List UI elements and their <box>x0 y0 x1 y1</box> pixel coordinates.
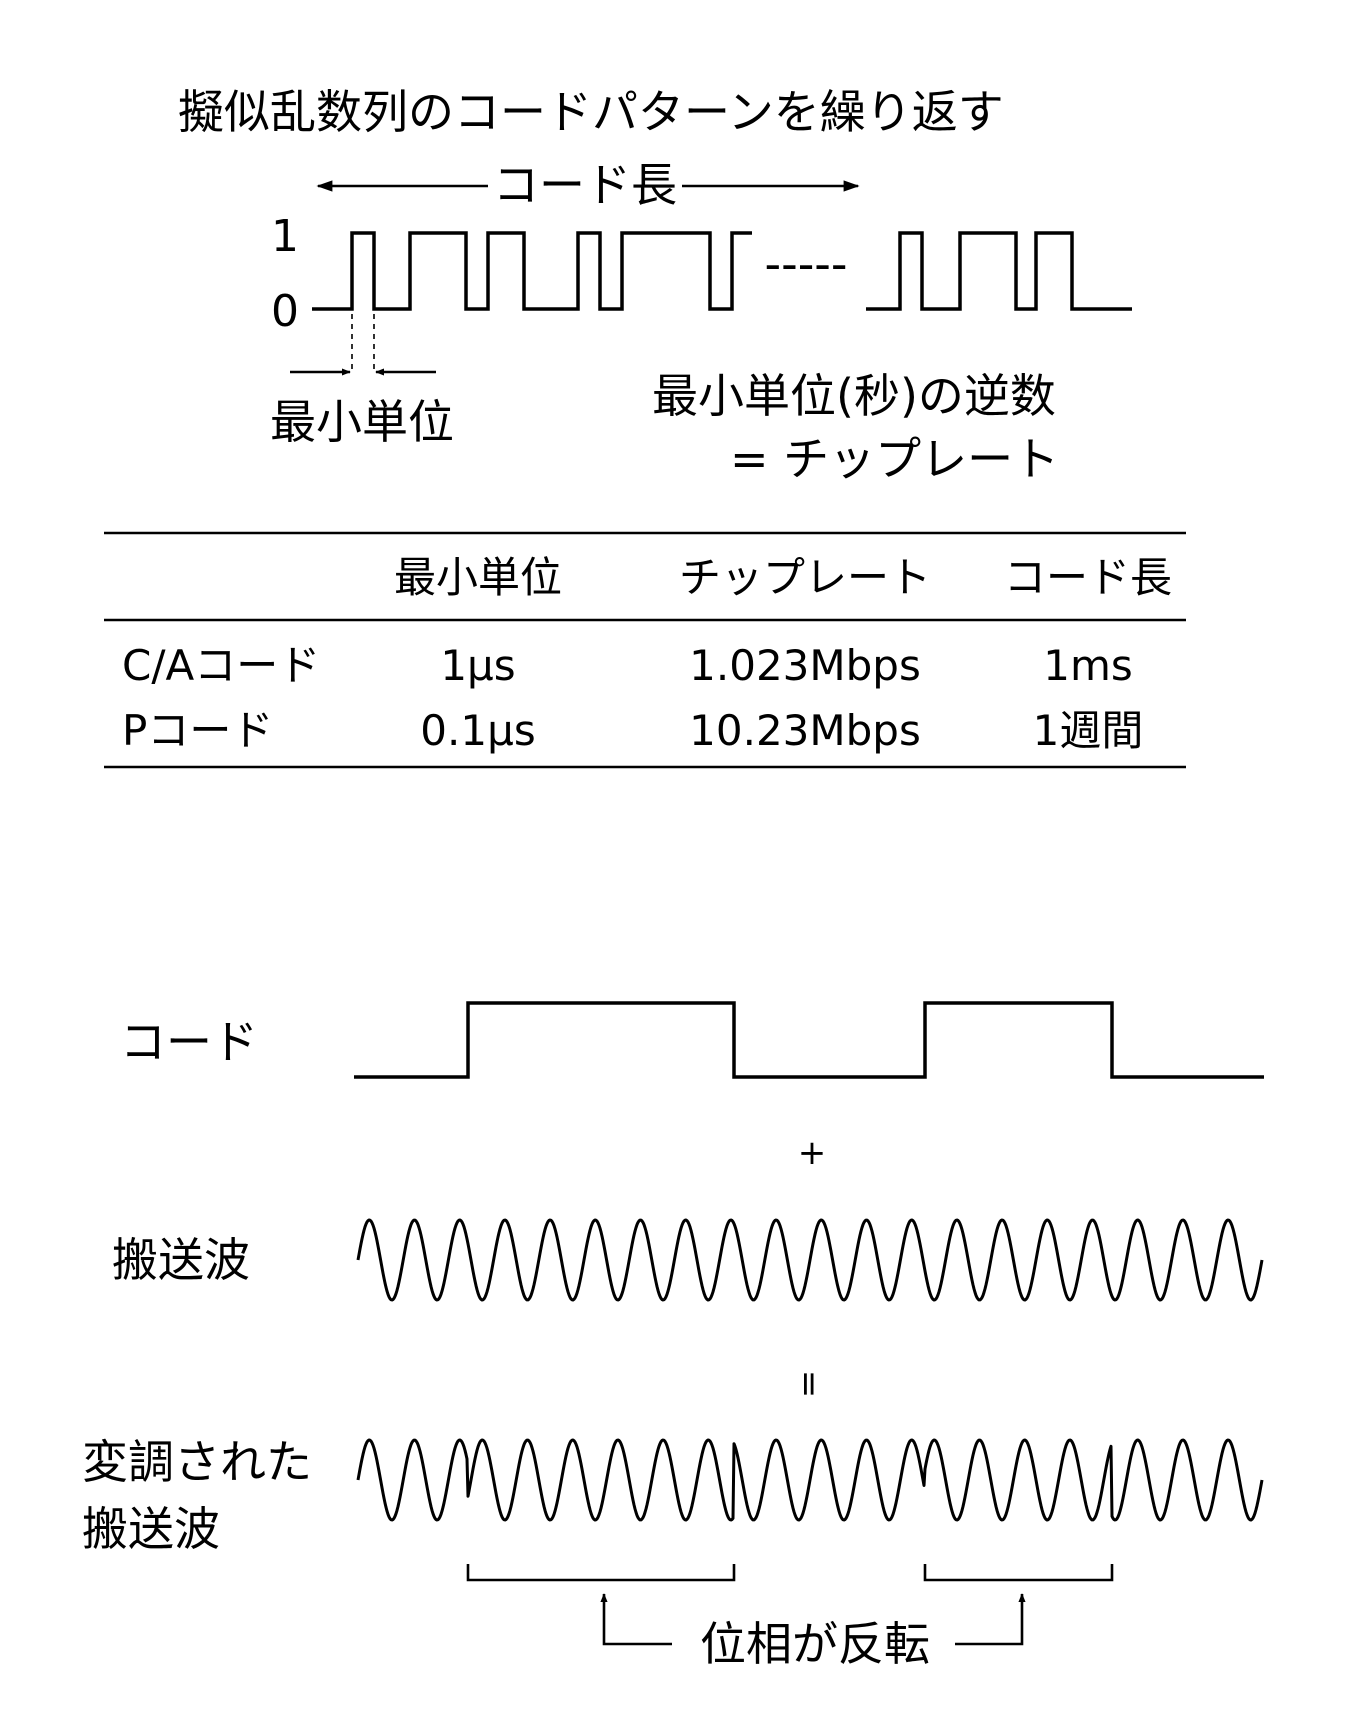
reciprocal-label-line1: 最小単位(秒)の逆数 <box>652 369 1056 423</box>
phase-reversal-arrow-1 <box>600 1593 672 1646</box>
table-cell-ca-chip-rate: 1.023Mbps <box>689 641 921 690</box>
equals-sign: = <box>789 1370 829 1399</box>
code-label: コード <box>120 1015 258 1069</box>
phase-reversal-arrow-2 <box>955 1593 1026 1646</box>
modulated-carrier-label-line2: 搬送波 <box>82 1502 220 1556</box>
table-cell-p-chip-rate: 10.23Mbps <box>689 706 921 755</box>
table-header-code-length: コード長 <box>1004 553 1172 602</box>
reciprocal-label-line2: = チップレート <box>730 432 1059 486</box>
table-cell-ca-min-unit: 1μs <box>440 641 515 690</box>
prn-code-waveform-end <box>866 231 1132 311</box>
modulated-carrier-label-line1: 変調された <box>82 1435 312 1489</box>
table-cell-ca-name: C/Aコード <box>122 641 320 690</box>
modulated-carrier-waveform <box>356 1438 1264 1522</box>
table-cell-p-code-length: 1週間 <box>1033 706 1144 755</box>
table-cell-p-min-unit: 0.1μs <box>420 706 535 755</box>
phase-reversal-label: 位相が反転 <box>700 1617 930 1671</box>
min-unit-label: 最小単位 <box>270 395 454 449</box>
table-header-chip-rate: チップレート <box>679 553 931 602</box>
plus-sign: + <box>798 1133 827 1173</box>
carrier-label: 搬送波 <box>112 1233 250 1287</box>
table-cell-ca-code-length: 1ms <box>1043 641 1133 690</box>
diagram-title: 擬似乱数列のコードパターンを繰り返す <box>178 85 1004 139</box>
code-length-label: コード長 <box>493 158 677 212</box>
code-waveform <box>354 1001 1264 1079</box>
phase-reversal-bracket-1 <box>466 1564 736 1582</box>
phase-reversal-bracket-2 <box>923 1564 1114 1582</box>
carrier-waveform <box>356 1218 1264 1302</box>
prn-code-waveform-start <box>312 231 752 311</box>
table-header-min-unit: 最小単位 <box>394 553 562 602</box>
level-high-label: 1 <box>271 211 299 262</box>
level-low-label: 0 <box>271 286 299 337</box>
waveform-ellipsis: ----- <box>765 237 848 291</box>
table-cell-p-name: Pコード <box>122 706 273 755</box>
